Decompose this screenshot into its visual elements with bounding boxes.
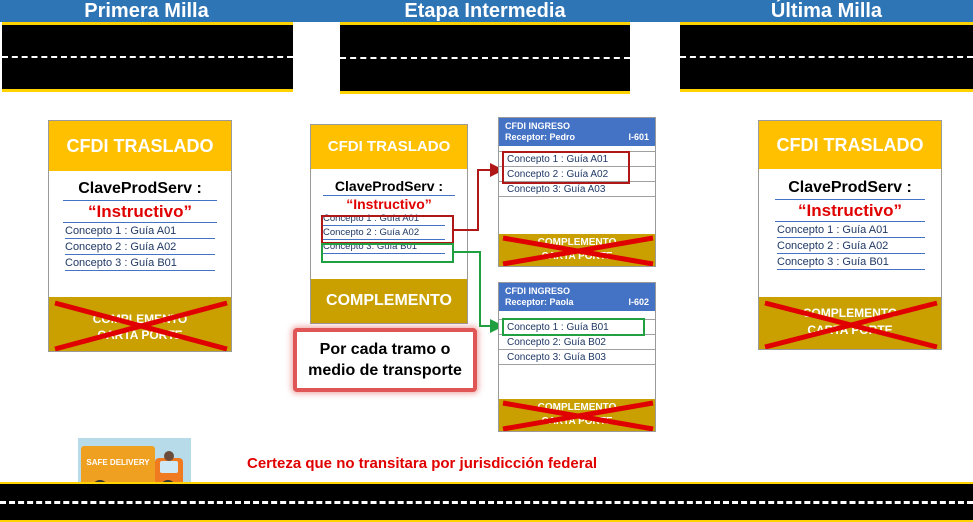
concept-item: Concepto 3: Guía B01 [323, 240, 445, 254]
note-line: medio de transporte [308, 362, 462, 379]
road-segment-primera [2, 22, 293, 92]
cfdi-traslado-card-left: CFDI TRASLADO ClaveProdServ : “Instructi… [48, 120, 232, 352]
connector-arrows [454, 163, 504, 333]
footer-line: CARTA PORTE [541, 416, 613, 427]
divider [775, 199, 925, 200]
stage-title-ultima: Última Milla [770, 0, 883, 22]
note-line: Por cada tramo o [319, 341, 451, 358]
footer-line: COMPLEMENTO [92, 312, 188, 326]
card-header: CFDI TRASLADO [759, 121, 941, 169]
complemento-footer: COMPLEMENTO [311, 279, 467, 323]
stage-title-primera: Primera Milla [84, 0, 209, 22]
road-bottom [0, 482, 973, 522]
concept-item: Concepto 2 : Guía A02 [323, 226, 445, 240]
concept-item: Concepto 1 : Guía A01 [499, 152, 655, 167]
certeza-statement: Certeza que no transitara por jurisdicci… [247, 455, 598, 472]
title-band [0, 0, 973, 22]
footer-line: CARTA PORTE [97, 328, 183, 342]
complemento-carta-porte-footer: COMPLEMENTO CARTA PORTE [499, 399, 655, 431]
ingreso-header: CFDI INGRESO Receptor: Pedro I-601 [499, 118, 655, 146]
invoice-code: I-601 [628, 132, 649, 142]
per-segment-note: Por cada tramo o medio de transporte [293, 328, 477, 392]
concept-item: Concepto 3: Guía A03 [499, 182, 655, 197]
complemento-carta-porte-footer: COMPLEMENTO CARTA PORTE [759, 297, 941, 349]
footer-line: COMPLEMENTO [537, 402, 617, 413]
ingreso-header: CFDI INGRESO Receptor: Paola I-602 [499, 283, 655, 311]
concept-item: Concepto 1 : Guía A01 [65, 223, 215, 239]
cfdi-ingreso-card-paola: CFDI INGRESO Receptor: Paola I-602 Concep… [498, 282, 656, 432]
divider [63, 200, 217, 201]
road-segment-intermedia [340, 22, 630, 94]
divider [775, 221, 925, 222]
concept-item: Concepto 1 : Guía A01 [777, 222, 925, 238]
complemento-carta-porte-footer: COMPLEMENTO CARTA PORTE [499, 234, 655, 266]
card-header: CFDI TRASLADO [49, 121, 231, 171]
card-header: CFDI TRASLADO [311, 125, 467, 169]
instructivo-label: “Instructivo” [798, 201, 902, 220]
cfdi-traslado-card-middle: CFDI TRASLADO ClaveProdServ : “Instructi… [310, 124, 468, 324]
concept-item: Concepto 2 : Guía A02 [777, 238, 925, 254]
concept-item: Concepto 2 : Guía A02 [65, 239, 215, 255]
clave-prod-serv: ClaveProdServ : [78, 180, 202, 197]
highlight-box-green [502, 318, 645, 336]
divider [323, 195, 455, 196]
receptor-label: Receptor: Pedro [505, 132, 576, 142]
cfdi-ingreso-card-pedro: CFDI INGRESO Receptor: Pedro I-601 Concep… [498, 117, 656, 267]
instructivo-label: “Instructivo” [346, 196, 432, 212]
clave-prod-serv: ClaveProdServ : [788, 179, 912, 196]
concept-item: Concepto 1 : Guía A01 [323, 212, 445, 226]
concept-item: Concepto 3 : Guía B01 [65, 255, 215, 271]
stage-title-intermedia: Etapa Intermedia [404, 0, 566, 22]
truck-label: SAFE DELIVERY [86, 458, 150, 467]
road-segment-ultima [680, 22, 973, 92]
ingreso-title: CFDI INGRESO [505, 121, 571, 131]
concept-item: Concepto 2: Guía B02 [499, 335, 655, 350]
concept-item: Concepto 2 : Guía A02 [499, 167, 655, 182]
complemento-carta-porte-footer: COMPLEMENTO CARTA PORTE [49, 297, 231, 351]
highlight-box-red [502, 151, 630, 184]
clave-prod-serv: ClaveProdServ : [334, 178, 444, 194]
cfdi-traslado-card-right: CFDI TRASLADO ClaveProdServ : “Instructi… [758, 120, 942, 350]
footer-line: COMPLEMENTO [802, 306, 898, 320]
divider [63, 222, 217, 223]
footer-line: CARTA PORTE [541, 251, 613, 262]
invoice-code: I-602 [628, 297, 649, 307]
instructivo-label: “Instructivo” [88, 202, 192, 221]
ingreso-title: CFDI INGRESO [505, 286, 571, 296]
footer-line: CARTA PORTE [807, 323, 893, 337]
highlight-box-green [321, 243, 454, 263]
footer-line: COMPLEMENTO [537, 237, 617, 248]
concept-item: Concepto 3: Guía B03 [499, 350, 655, 365]
highlight-box-red [321, 215, 454, 244]
concept-item: Concepto 3 : Guía B01 [777, 254, 925, 270]
receptor-label: Receptor: Paola [505, 297, 574, 307]
